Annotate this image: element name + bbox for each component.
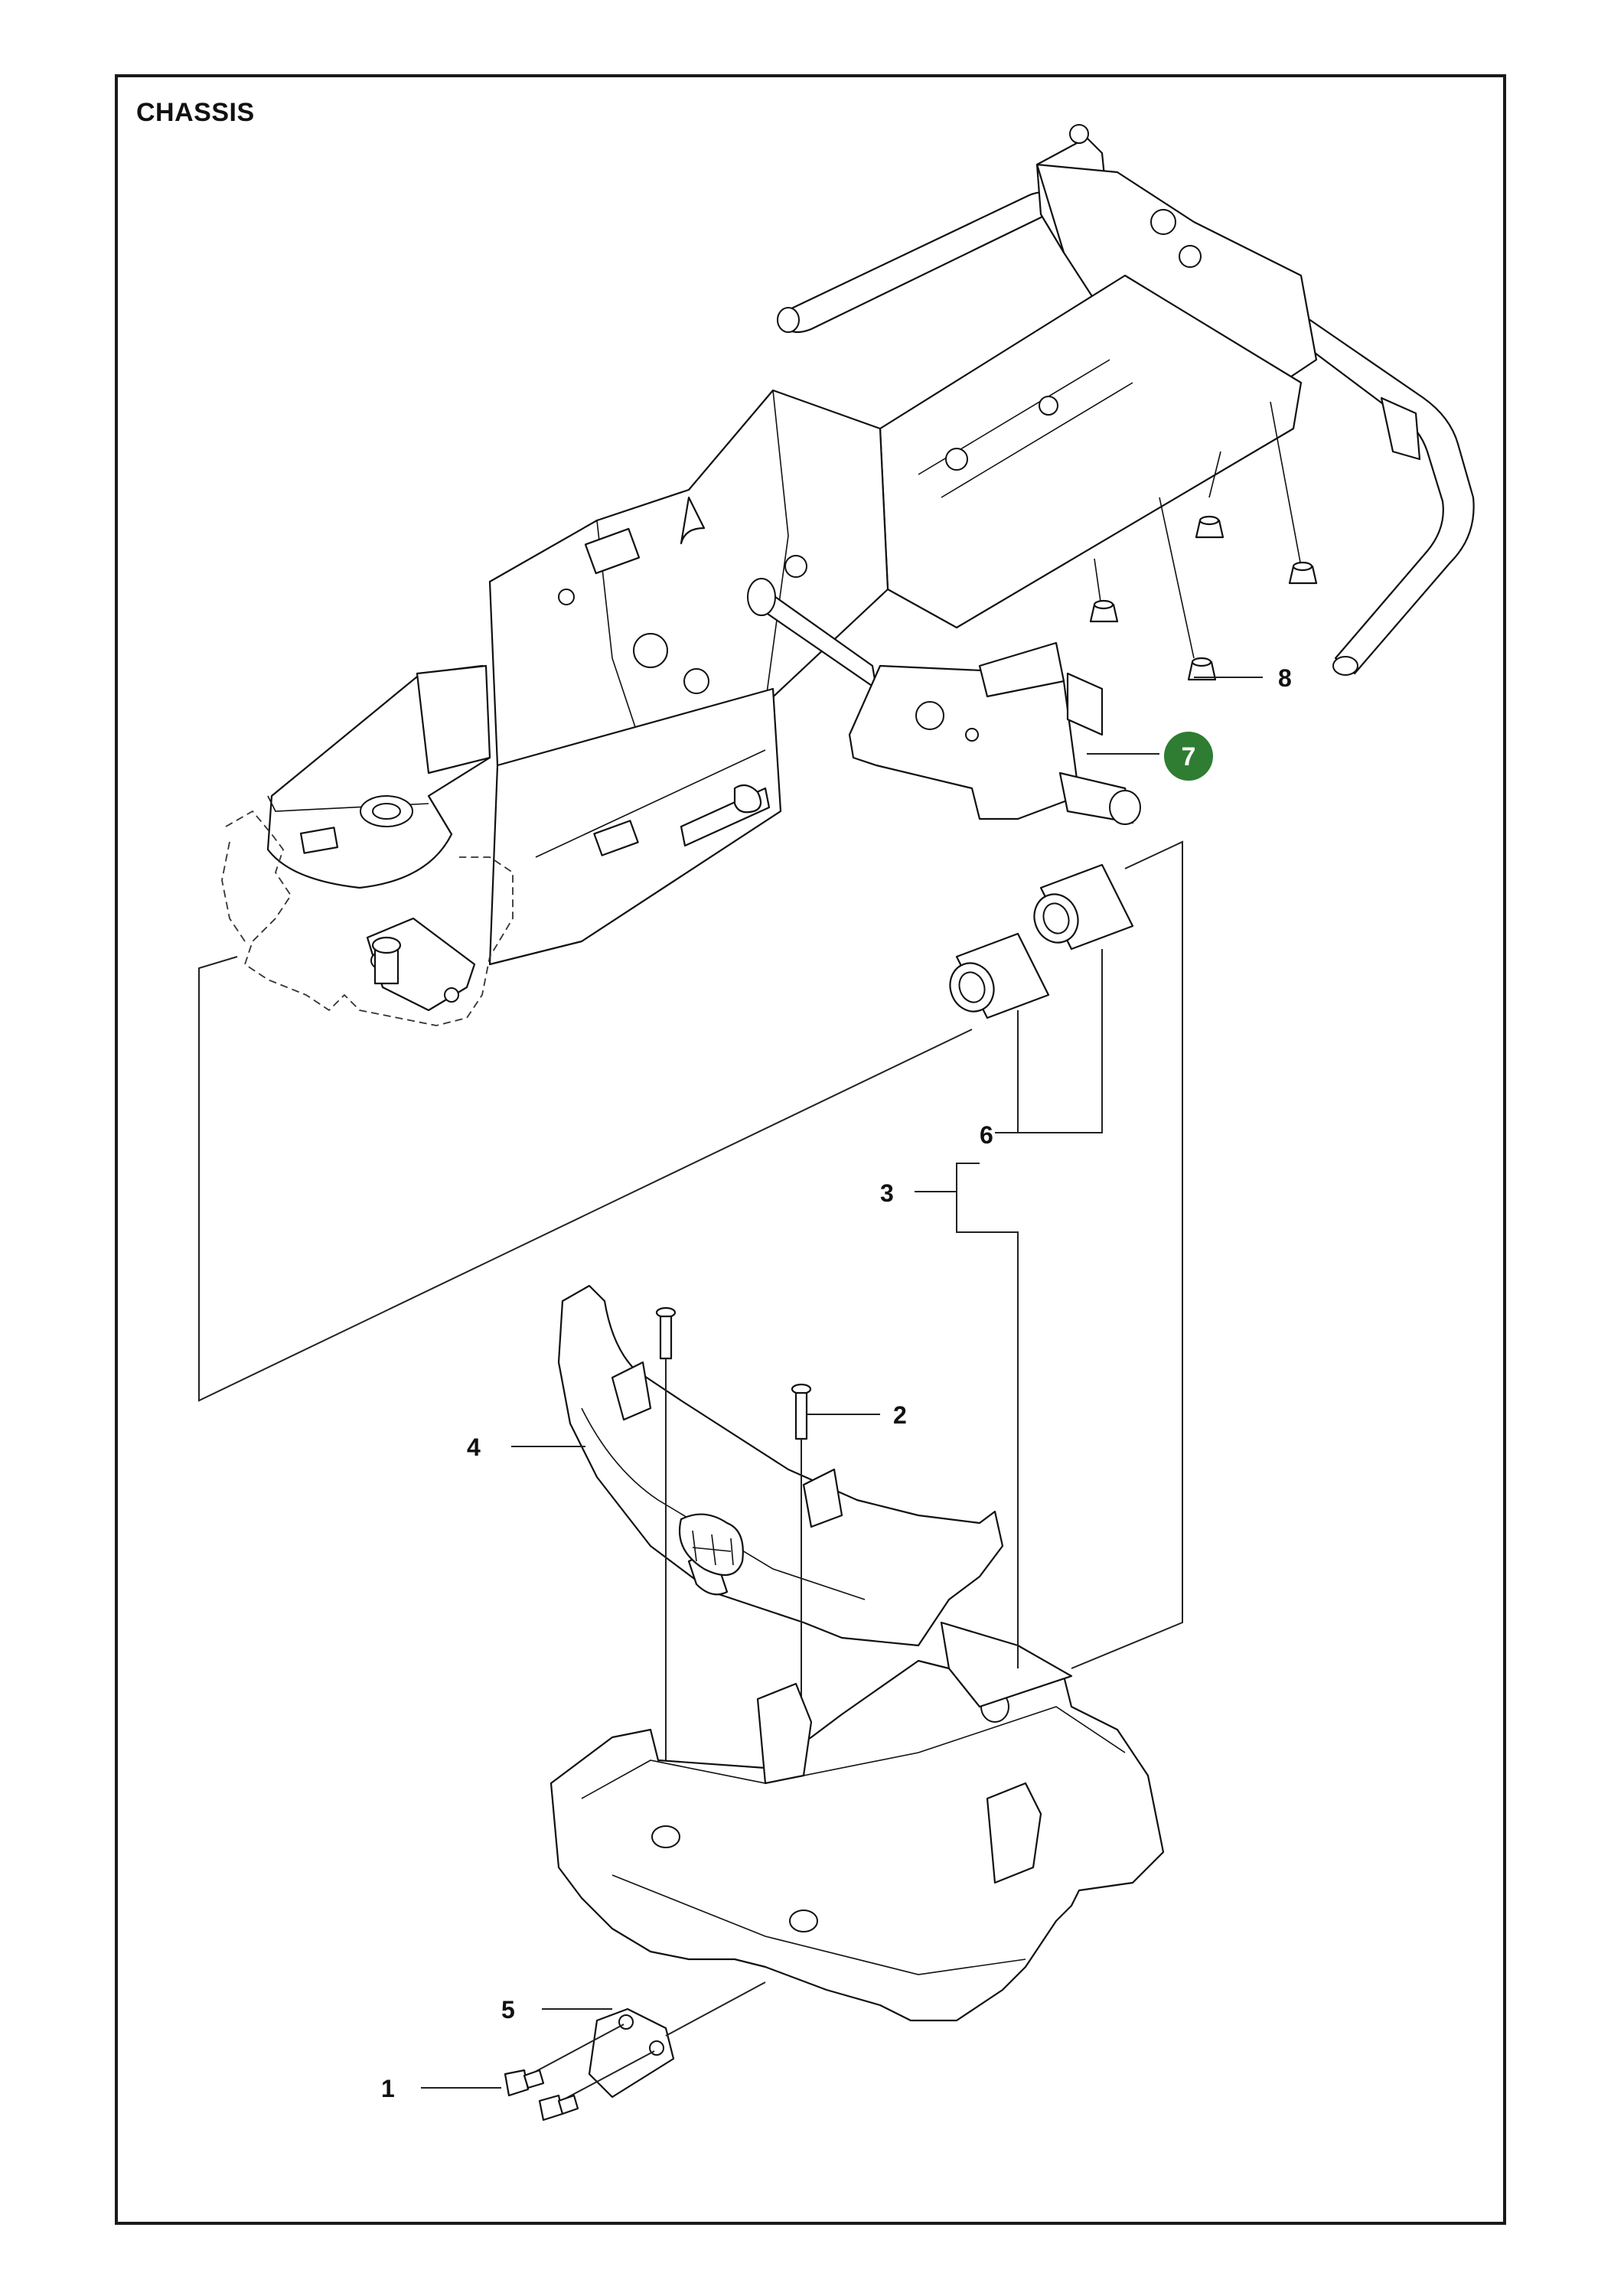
page-title: CHASSIS (136, 98, 255, 127)
assembly-line-right (1071, 840, 1183, 1669)
callout-5: 5 (501, 1996, 515, 2024)
brand-logo-icon (678, 1513, 744, 1577)
assembly-line-left (198, 956, 973, 1402)
callout-leader-6 (995, 949, 1103, 1133)
callout-3: 3 (880, 1179, 894, 1207)
bolt (791, 1383, 812, 1440)
nut (1288, 561, 1318, 585)
bumper-cover (557, 1284, 1004, 1647)
nut (1187, 657, 1217, 681)
screw (538, 2094, 579, 2122)
nut-group (1089, 515, 1318, 681)
callout-2: 2 (893, 1401, 907, 1429)
screw (504, 2069, 545, 2097)
bolt (655, 1306, 677, 1360)
bracket-guide-line (665, 1981, 766, 2037)
bumper-frame (549, 1621, 1165, 2022)
callout-4: 4 (467, 1433, 481, 1461)
bushing-pair (949, 863, 1134, 1019)
callout-7-highlight: 7 (1164, 732, 1213, 781)
highlight-badge (1164, 732, 1213, 781)
nut (1089, 599, 1119, 623)
bushing (949, 932, 1050, 1019)
bushing (1033, 863, 1134, 951)
mounting-bracket (588, 2007, 675, 2099)
front-axle-phantom (221, 810, 514, 1026)
callout-6: 6 (980, 1121, 993, 1149)
bolt-group (655, 1306, 812, 1440)
callout-1: 1 (381, 2075, 395, 2102)
callout-leader-3 (915, 1163, 1019, 1668)
nut (1195, 515, 1225, 539)
callout-8: 8 (1278, 664, 1292, 692)
callout-7: 7 (1182, 742, 1196, 771)
chassis-frame (266, 124, 1475, 1012)
